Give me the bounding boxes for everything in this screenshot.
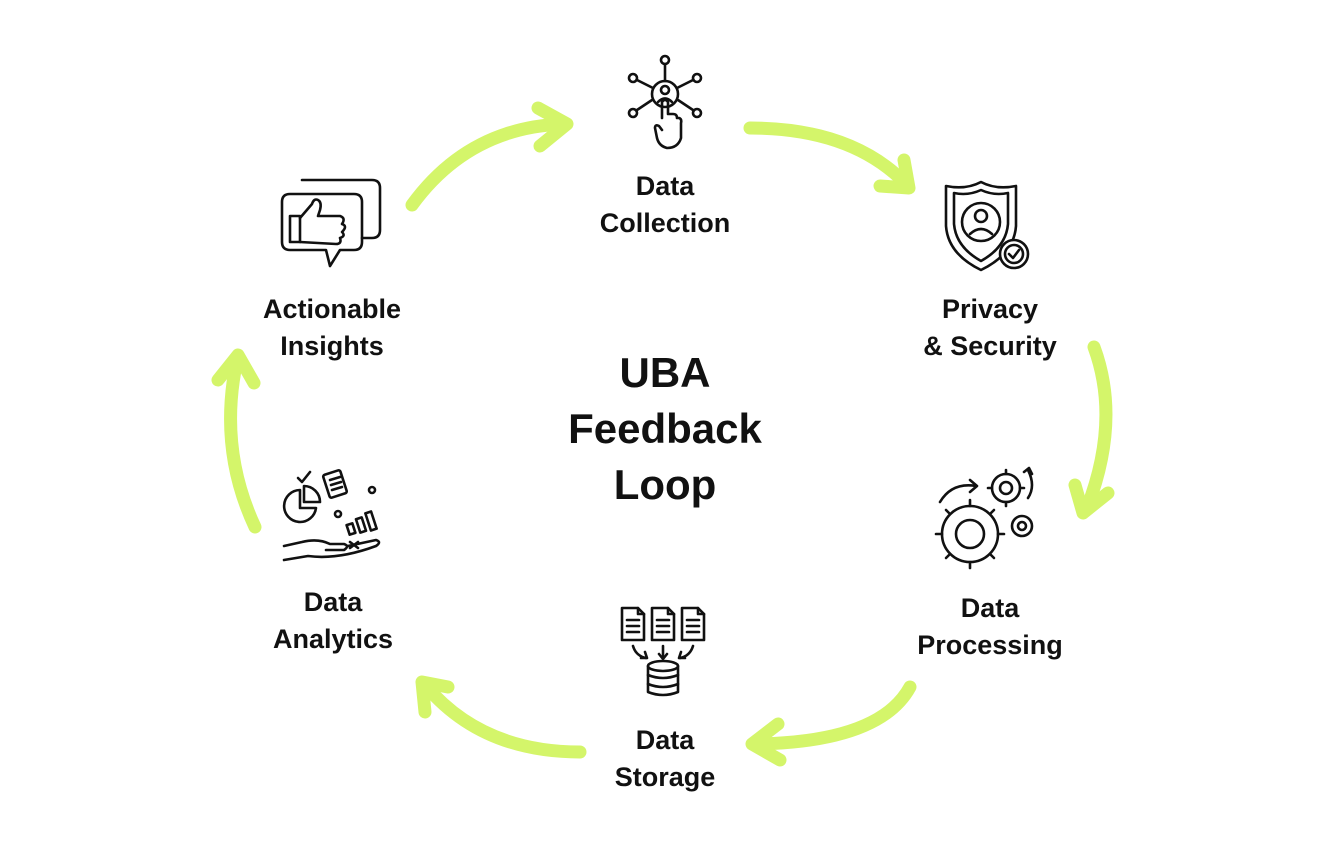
node-label-data-storage: Data Storage xyxy=(560,722,770,796)
node-label-line: Collection xyxy=(599,208,731,238)
node-label-line: Processing xyxy=(917,630,1063,660)
node-label-line: Data xyxy=(303,587,363,617)
arrow-collection-to-privacy xyxy=(743,121,916,195)
arrow-privacy-to-processing xyxy=(1068,340,1115,520)
arrow-analytics-to-insights xyxy=(211,348,262,534)
node-label-line: Data xyxy=(960,593,1020,623)
node-label-data-processing: Data Processing xyxy=(875,590,1105,664)
shield-user-check-icon xyxy=(944,180,1030,272)
node-label-actionable-insights: Actionable Insights xyxy=(222,291,442,365)
node-label-line: Privacy xyxy=(941,294,1039,324)
diagram-title-line: Loop xyxy=(613,461,717,508)
arrow-processing-to-storage xyxy=(745,680,917,767)
gears-icon xyxy=(934,466,1034,570)
documents-database-icon xyxy=(620,606,706,697)
node-label-privacy-security: Privacy & Security xyxy=(885,291,1095,365)
node-label-line: Insights xyxy=(280,331,384,361)
diagram-title-line: Feedback xyxy=(568,405,762,452)
node-label-line: Data xyxy=(635,171,695,201)
thumbs-up-chat-icon xyxy=(280,178,382,268)
diagram-title-line: UBA xyxy=(619,349,711,396)
node-label-data-collection: Data Collection xyxy=(560,168,770,242)
user-touch-network-icon xyxy=(627,54,703,150)
node-label-data-analytics: Data Analytics xyxy=(228,584,438,658)
hand-charts-icon xyxy=(282,469,381,562)
node-label-line: Analytics xyxy=(272,624,394,654)
arrow-storage-to-analytics xyxy=(415,675,587,759)
node-label-line: & Security xyxy=(923,331,1057,361)
node-label-line: Actionable xyxy=(262,294,402,324)
node-label-line: Storage xyxy=(614,762,716,792)
node-label-line: Data xyxy=(635,725,695,755)
arrow-insights-to-collection xyxy=(405,101,574,212)
diagram-title: UBA Feedback Loop xyxy=(520,345,810,513)
